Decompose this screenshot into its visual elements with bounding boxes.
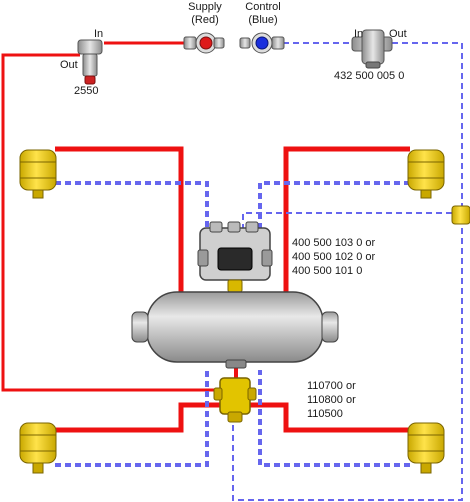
supply-gladhand [183,32,225,54]
control-line-to-valve [242,212,452,232]
control-line-right-long [232,228,463,501]
control-line-upper-left-chamber [55,181,209,260]
supply-line-lower-left-chamber [55,402,222,433]
air-tank [131,291,339,369]
supply-lines [1,41,410,433]
supply-line-upper-left-chamber [55,146,184,300]
lower-valve-part-line-3: 110500 [307,408,343,420]
brake-chamber-lower-left [19,422,57,474]
spring-brake-valve [213,377,257,423]
control-line-lower-left-chamber [55,370,209,467]
relay-valve-part-line-1: 400 500 103 0 or [292,237,376,249]
brake-chamber-upper-left [19,149,57,199]
control-line-coupler [451,205,470,225]
relay-valve-part-line-3: 400 500 101 0 [292,265,363,277]
relay-valve-part-line-2: 400 500 102 0 or [292,251,376,263]
control-line-right-drop [392,42,463,210]
control-label: Control [245,1,281,13]
control-lines [55,42,463,501]
control-valve-432 [351,29,393,69]
valve-2550-out-label: Out [60,59,78,71]
control-color-label: (Blue) [248,14,278,26]
supply-line-left-loop [1,53,222,392]
valve-432-in-label: In [354,28,364,40]
valve-2550-part-label: 2550 [74,85,99,97]
supply-label: Supply [188,1,222,13]
brake-chamber-lower-right [407,422,445,474]
supply-color-label: (Red) [191,14,219,26]
lower-valve-part-line-2: 110800 or [307,394,356,406]
relay-valve-assembly [197,221,273,293]
control-line-lower-right-chamber [258,370,410,467]
double-check-valve-2550 [77,39,103,85]
lower-valve-part-line-1: 110700 or [307,380,356,392]
supply-line-upper-right-chamber [283,146,410,300]
brake-chamber-upper-right [407,149,445,199]
valve-432-part-label: 432 500 005 0 [334,70,405,82]
valve-432-out-label: Out [389,28,407,40]
control-gladhand [239,32,285,54]
valve-2550-in-label: In [94,28,104,40]
supply-line-lower-right-chamber [248,402,410,433]
